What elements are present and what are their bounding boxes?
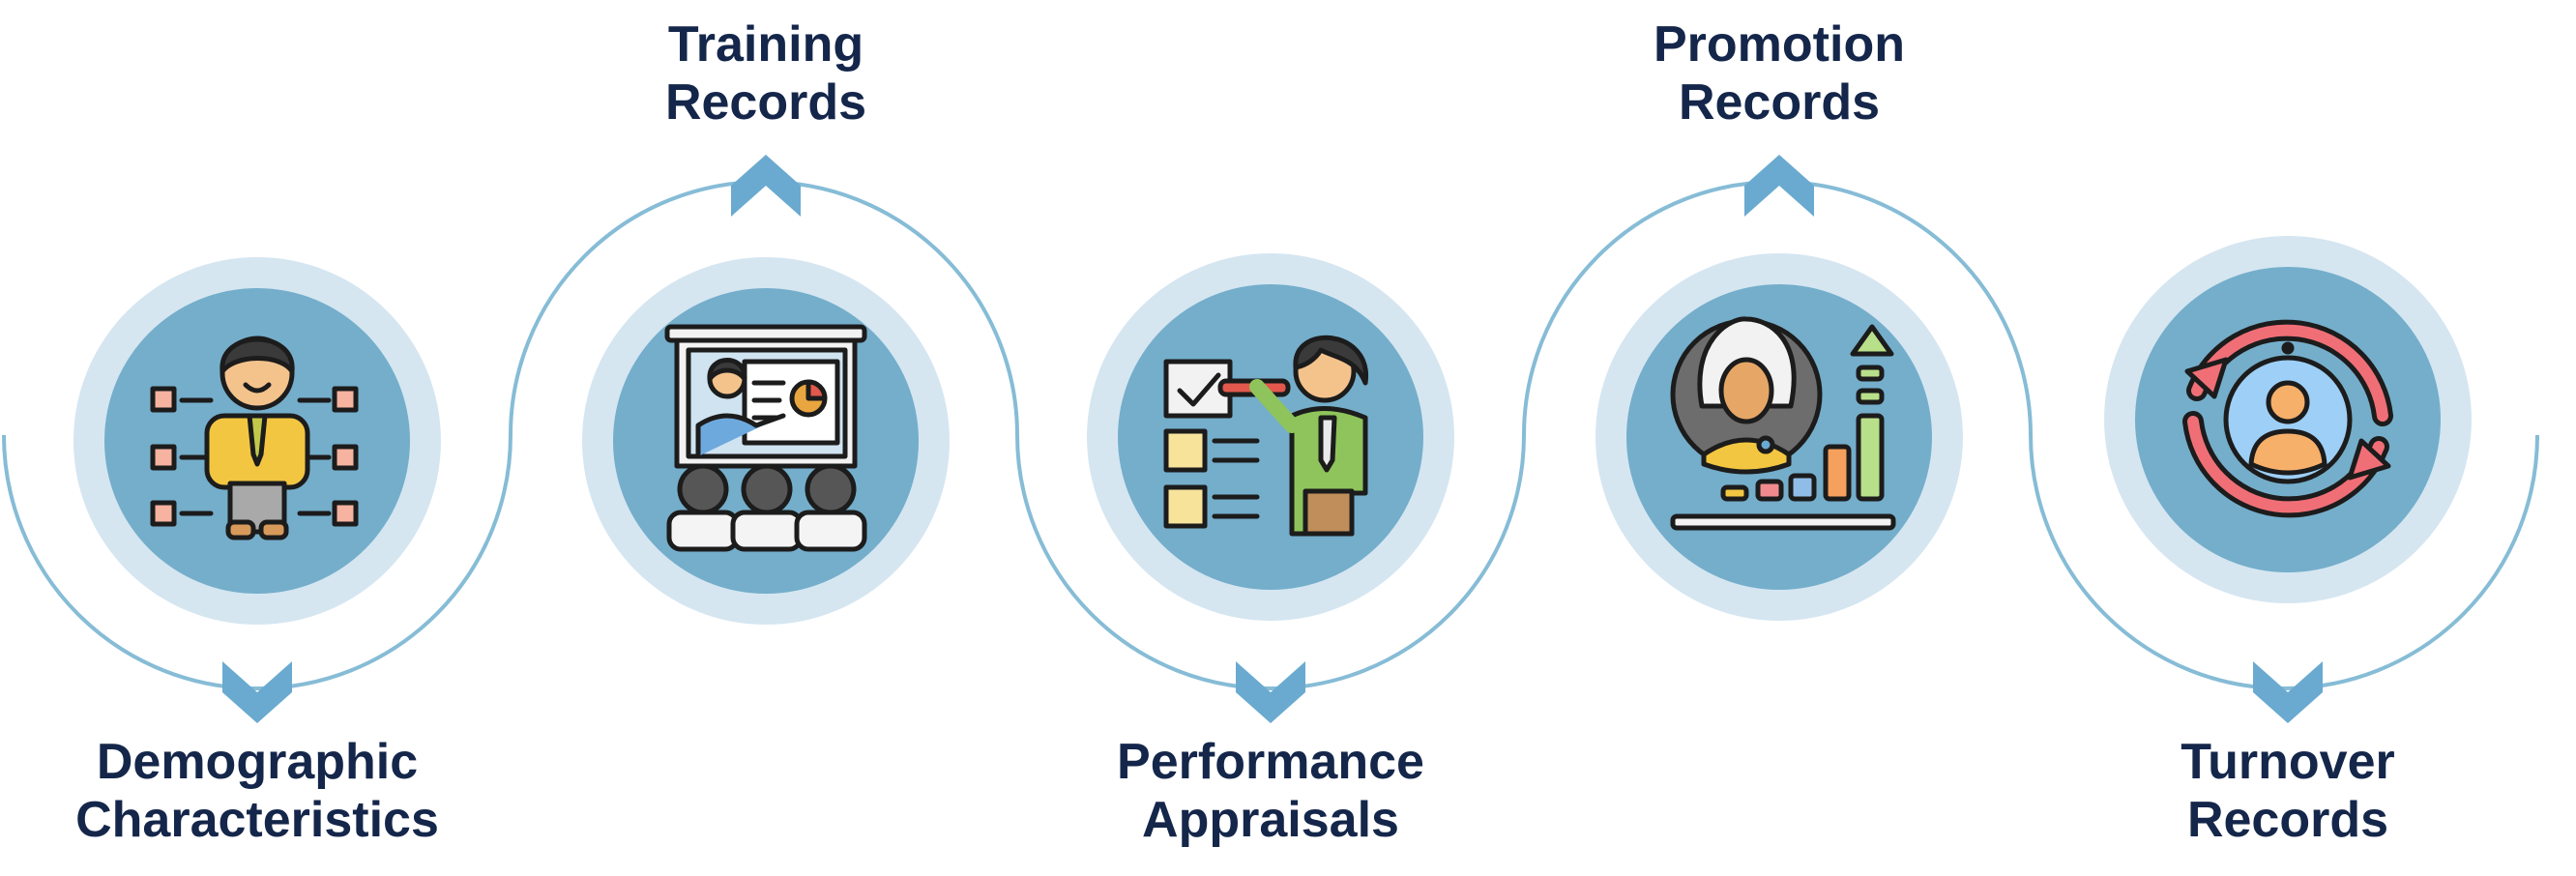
label-promotion: Promotion Records — [1528, 15, 2031, 131]
label-line: Characteristics — [75, 792, 439, 848]
label-line: Records — [664, 74, 867, 131]
stage-performance — [1087, 253, 1454, 621]
label-performance: Performance Appraisals — [1019, 733, 1522, 849]
arrow-up-icon — [1744, 155, 1814, 217]
label-line: Demographic — [96, 734, 419, 790]
stage-demographic — [73, 257, 441, 625]
stage-promotion — [1595, 253, 1963, 621]
performance-review-icon — [1163, 335, 1368, 537]
arrow-up-icon — [731, 155, 801, 217]
label-line: Training — [667, 16, 864, 73]
label-line: Appraisals — [1142, 792, 1399, 848]
label-training: Training Records — [514, 15, 1017, 131]
label-line: Records — [1678, 74, 1881, 131]
stage-turnover — [2104, 236, 2472, 603]
employee-checklist-icon — [150, 336, 359, 540]
label-line: Turnover — [2181, 734, 2395, 790]
presentation-training-icon — [664, 324, 867, 552]
arrow-down-icon — [2253, 661, 2323, 723]
employee-turnover-icon — [2182, 319, 2393, 518]
arrow-down-icon — [222, 661, 292, 723]
promotion-growth-icon — [1670, 316, 1896, 531]
arrow-down-icon — [1236, 661, 1305, 723]
label-line: Performance — [1117, 734, 1424, 790]
label-turnover: Turnover Records — [2036, 733, 2539, 849]
label-line: Promotion — [1654, 16, 1905, 73]
stage-training — [582, 257, 950, 625]
label-demographic: Demographic Characteristics — [6, 733, 509, 849]
label-line: Records — [2186, 792, 2389, 848]
